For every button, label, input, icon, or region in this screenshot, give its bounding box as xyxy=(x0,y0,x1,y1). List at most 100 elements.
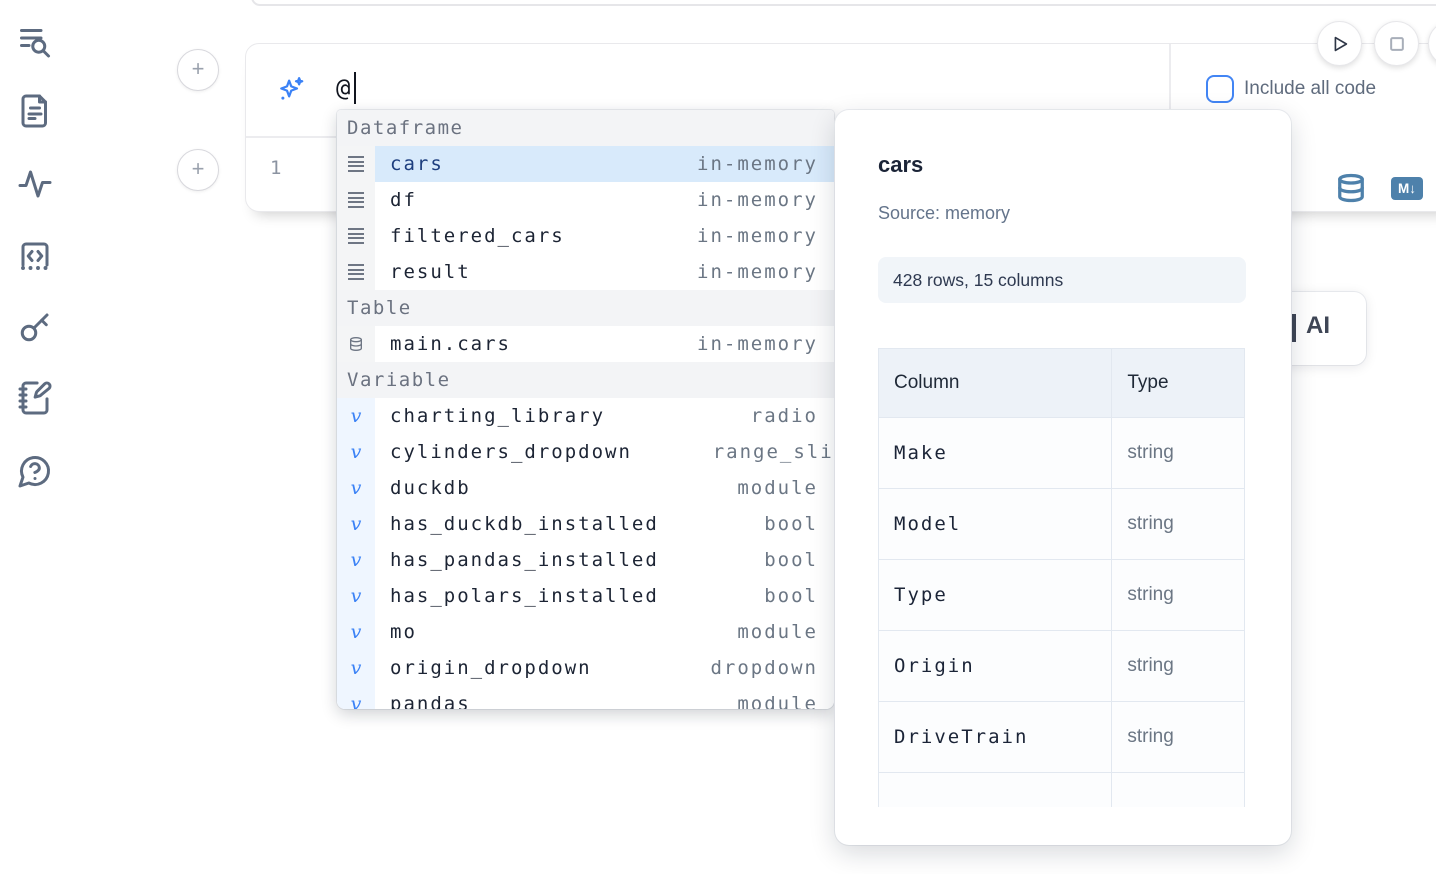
preview-source: Source: memory xyxy=(878,203,1011,223)
document-icon[interactable] xyxy=(17,93,53,129)
scratchpad-icon[interactable] xyxy=(17,380,53,416)
schema-type-cell: string xyxy=(1112,489,1245,559)
add-cell-above-button[interactable]: + xyxy=(177,49,219,91)
variable-icon: v xyxy=(337,398,375,434)
autocomplete-item-main.cars[interactable]: main.cars in-memory xyxy=(337,326,834,362)
stop-icon xyxy=(1389,36,1404,51)
schema-type-cell xyxy=(1112,773,1245,807)
variable-icon: v xyxy=(337,578,375,614)
ai-prompt-input[interactable]: @ xyxy=(336,74,351,102)
autocomplete-item-name: has_duckdb_installed xyxy=(390,513,659,535)
autocomplete-item-has_pandas_installed[interactable]: v has_pandas_installed bool xyxy=(337,542,834,578)
clipped-glyph xyxy=(1292,314,1296,342)
dataframe-icon xyxy=(337,146,375,182)
preview-title: cars xyxy=(878,152,924,177)
autocomplete-item-type: bool xyxy=(764,585,818,607)
include-all-code-label: Include all code xyxy=(1244,78,1377,99)
variable-icon: v xyxy=(337,470,375,506)
stop-cell-button[interactable] xyxy=(1374,21,1419,66)
variable-icon: v xyxy=(337,434,375,470)
autocomplete-item-name: mo xyxy=(390,621,417,643)
autocomplete-item-filtered_cars[interactable]: filtered_cars in-memory xyxy=(337,218,834,254)
autocomplete-item-origin_dropdown[interactable]: v origin_dropdown dropdown xyxy=(337,650,834,686)
schema-column-cell xyxy=(879,773,1113,807)
autocomplete-item-charting_library[interactable]: v charting_library radio xyxy=(337,398,834,434)
line-number: 1 xyxy=(270,157,282,179)
preview-shape-badge: 428 rows, 15 columns xyxy=(878,257,1246,303)
autocomplete-item-name: pandas xyxy=(390,693,471,709)
sparkles-icon xyxy=(280,77,304,100)
autocomplete-item-name: has_polars_installed xyxy=(390,585,659,607)
autocomplete-item-type: in-memory xyxy=(697,333,818,355)
variable-icon: v xyxy=(337,614,375,650)
variable-icon: v xyxy=(337,686,375,709)
autocomplete-item-type: module xyxy=(737,621,818,643)
schema-type-cell: string xyxy=(1112,702,1245,772)
database-icon[interactable] xyxy=(1336,170,1366,206)
autocomplete-item-name: cars xyxy=(390,153,444,175)
schema-type-cell: string xyxy=(1112,560,1245,630)
autocomplete-item-type: module xyxy=(737,477,818,499)
autocomplete-section-header: Table xyxy=(337,290,834,326)
autocomplete-item-type: in-memory xyxy=(697,225,818,247)
schema-column-cell: Model xyxy=(879,489,1113,559)
ai-prompt-row[interactable]: @ xyxy=(246,44,1436,136)
list-search-icon[interactable] xyxy=(17,23,53,59)
autocomplete-section-header: Dataframe xyxy=(337,110,834,146)
variable-icon: v xyxy=(337,542,375,578)
schema-column-cell: DriveTrain xyxy=(879,702,1113,772)
schema-type-cell: string xyxy=(1112,418,1245,488)
add-cell-below-button[interactable]: + xyxy=(177,149,219,191)
autocomplete-item-has_polars_installed[interactable]: v has_polars_installed bool xyxy=(337,578,834,614)
ai-button-label: AI xyxy=(1306,312,1330,339)
autocomplete-item-type: in-memory xyxy=(697,261,818,283)
table-database-icon xyxy=(337,326,375,362)
autocomplete-item-name: duckdb xyxy=(390,477,471,499)
autocomplete-item-name: charting_library xyxy=(390,405,606,427)
autocomplete-item-type: dropdown xyxy=(710,657,818,679)
autocomplete-item-name: filtered_cars xyxy=(390,225,565,247)
autocomplete-item-type: radio xyxy=(750,405,818,427)
autocomplete-item-cars[interactable]: cars in-memory xyxy=(337,146,834,182)
run-cell-button[interactable] xyxy=(1317,21,1362,66)
dataframe-icon xyxy=(337,218,375,254)
include-all-code-checkbox[interactable] xyxy=(1206,75,1234,103)
autocomplete-section-header: Variable xyxy=(337,362,834,398)
dataframe-icon xyxy=(337,182,375,218)
schema-column-cell: Type xyxy=(879,560,1113,630)
schema-type-cell: string xyxy=(1112,631,1245,701)
variable-icon: v xyxy=(337,650,375,686)
markdown-icon[interactable]: M↓ xyxy=(1391,177,1423,200)
autocomplete-item-type: in-memory xyxy=(697,189,818,211)
autocomplete-item-cylinders_dropdown[interactable]: v cylinders_dropdown range_slider xyxy=(337,434,834,470)
schema-column-cell: Column xyxy=(879,349,1113,417)
autocomplete-item-type: bool xyxy=(764,549,818,571)
activity-icon[interactable] xyxy=(17,166,53,202)
autocomplete-item-name: origin_dropdown xyxy=(390,657,592,679)
autocomplete-item-name: cylinders_dropdown xyxy=(390,441,632,463)
text-cursor xyxy=(354,72,356,104)
autocomplete-item-type: range_slider xyxy=(712,441,834,463)
autocomplete-item-type: in-memory xyxy=(697,153,818,175)
snippets-icon[interactable] xyxy=(17,238,53,274)
autocomplete-item-name: result xyxy=(390,261,471,283)
autocomplete-item-name: has_pandas_installed xyxy=(390,549,659,571)
autocomplete-item-result[interactable]: result in-memory xyxy=(337,254,834,290)
play-icon xyxy=(1334,36,1347,51)
schema-column-cell: Make xyxy=(879,418,1113,488)
help-icon[interactable] xyxy=(17,453,53,489)
previous-cell-edge xyxy=(251,0,1436,6)
key-icon[interactable] xyxy=(17,309,53,345)
autocomplete-item-name: main.cars xyxy=(390,333,511,355)
